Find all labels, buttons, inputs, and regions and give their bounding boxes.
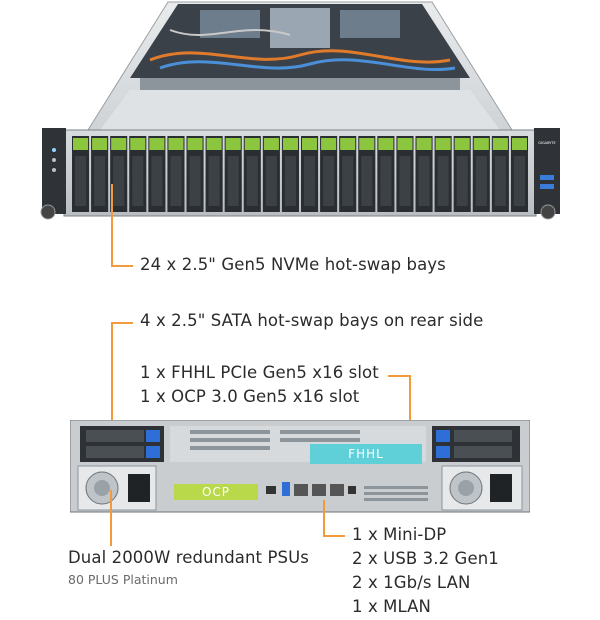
nvme-bay-latch [511,138,527,150]
front-callout-line-vertical [111,184,113,266]
nvme-bay-vent [94,156,106,206]
nvme-bay-latch [225,138,241,150]
nvme-bay-latch [130,138,146,150]
ocp-slot-callout: 1 x OCP 3.0 Gen5 x16 slot [140,387,360,406]
io-mlan: 1 x MLAN [352,597,431,616]
nvme-bay-vent [475,156,487,206]
nvme-bay-vent [265,156,277,206]
sata-bays-callout: 4 x 2.5" SATA hot-swap bays on rear side [140,311,484,330]
nvme-bay-vent [246,156,258,206]
nvme-bay-latch [340,138,356,150]
nvme-bay-vent [513,156,525,206]
nvme-bay-latch [111,138,127,150]
nvme-bay-vent [380,156,392,206]
nvme-bay-vent [323,156,335,206]
io-lan: 2 x 1Gb/s LAN [352,573,471,592]
nvme-bay-latch [282,138,298,150]
nvme-bay-vent [189,156,201,206]
io-callout-line-horizontal [323,535,345,537]
right-rack-ear [534,128,560,214]
nvme-bay-vent [399,156,411,206]
nvme-bay-latch [492,138,508,150]
front-bays-callout: 24 x 2.5" Gen5 NVMe hot-swap bays [140,255,446,274]
nvme-bay-vent [304,156,316,206]
nvme-bay-vent [456,156,468,206]
nvme-bay-latch [435,138,451,150]
nvme-bay-vent [208,156,220,206]
io-callout-line-vertical [323,500,325,536]
nvme-bay-latch [168,138,184,150]
right-sata-bays [432,426,520,462]
io-usb: 2 x USB 3.2 Gen1 [352,549,499,568]
nvme-bay-latch [378,138,394,150]
nvme-bay-latch [149,138,165,150]
nvme-bay-latch [302,138,318,150]
nvme-bay-vent [284,156,296,206]
nvme-bay-vent [342,156,354,206]
fhhl-label: FHHL [348,447,384,461]
fhhl-slot [310,444,422,464]
nvme-bays [72,136,528,212]
nvme-bay-latch [92,138,108,150]
nvme-bay-latch [397,138,413,150]
io-minidp: 1 x Mini-DP [352,525,447,544]
nvme-bay-latch [187,138,203,150]
fhhl-slot-callout: 1 x FHHL PCIe Gen5 x16 slot [140,363,379,382]
nvme-bay-vent [437,156,449,206]
nvme-bay-latch [263,138,279,150]
sata-callout-line-vertical [111,322,113,434]
psu-callout-subtitle: 80 PLUS Platinum [68,572,178,587]
fhhl-callout-line-horizontal [388,375,410,377]
nvme-bay-vent [227,156,239,206]
left-sata-bays [80,426,164,462]
nvme-bay-latch [473,138,489,150]
brand-label: GIGABYTE [538,141,556,145]
front-server-image: GIGABYTE [40,1,560,220]
nvme-bay-latch [416,138,432,150]
nvme-bay-vent [418,156,430,206]
nvme-bay-latch [359,138,375,150]
nvme-bay-vent [132,156,144,206]
psu-left [77,465,157,511]
psu-right [441,465,523,511]
nvme-bay-vent [361,156,373,206]
nvme-bay-latch [244,138,260,150]
nvme-bay-vent [151,156,163,206]
nvme-bay-latch [321,138,337,150]
rear-io-ports [266,482,356,496]
ocp-label: OCP [202,485,230,499]
sata-callout-line-horizontal [111,322,133,324]
fhhl-callout-line-vertical [409,375,411,447]
psu-callout-title: Dual 2000W redundant PSUs [68,548,309,567]
nvme-bay-vent [170,156,182,206]
nvme-bay-latch [206,138,222,150]
nvme-bay-vent [113,156,125,206]
ocp-slot [174,484,258,500]
front-callout-line-horizontal [111,265,133,267]
nvme-bay-vent [75,156,87,206]
nvme-bay-latch [454,138,470,150]
nvme-bay-latch [73,138,89,150]
psu-callout-line [110,490,112,546]
rear-server-image: FHHL OCP [70,420,530,513]
nvme-bay-vent [494,156,506,206]
